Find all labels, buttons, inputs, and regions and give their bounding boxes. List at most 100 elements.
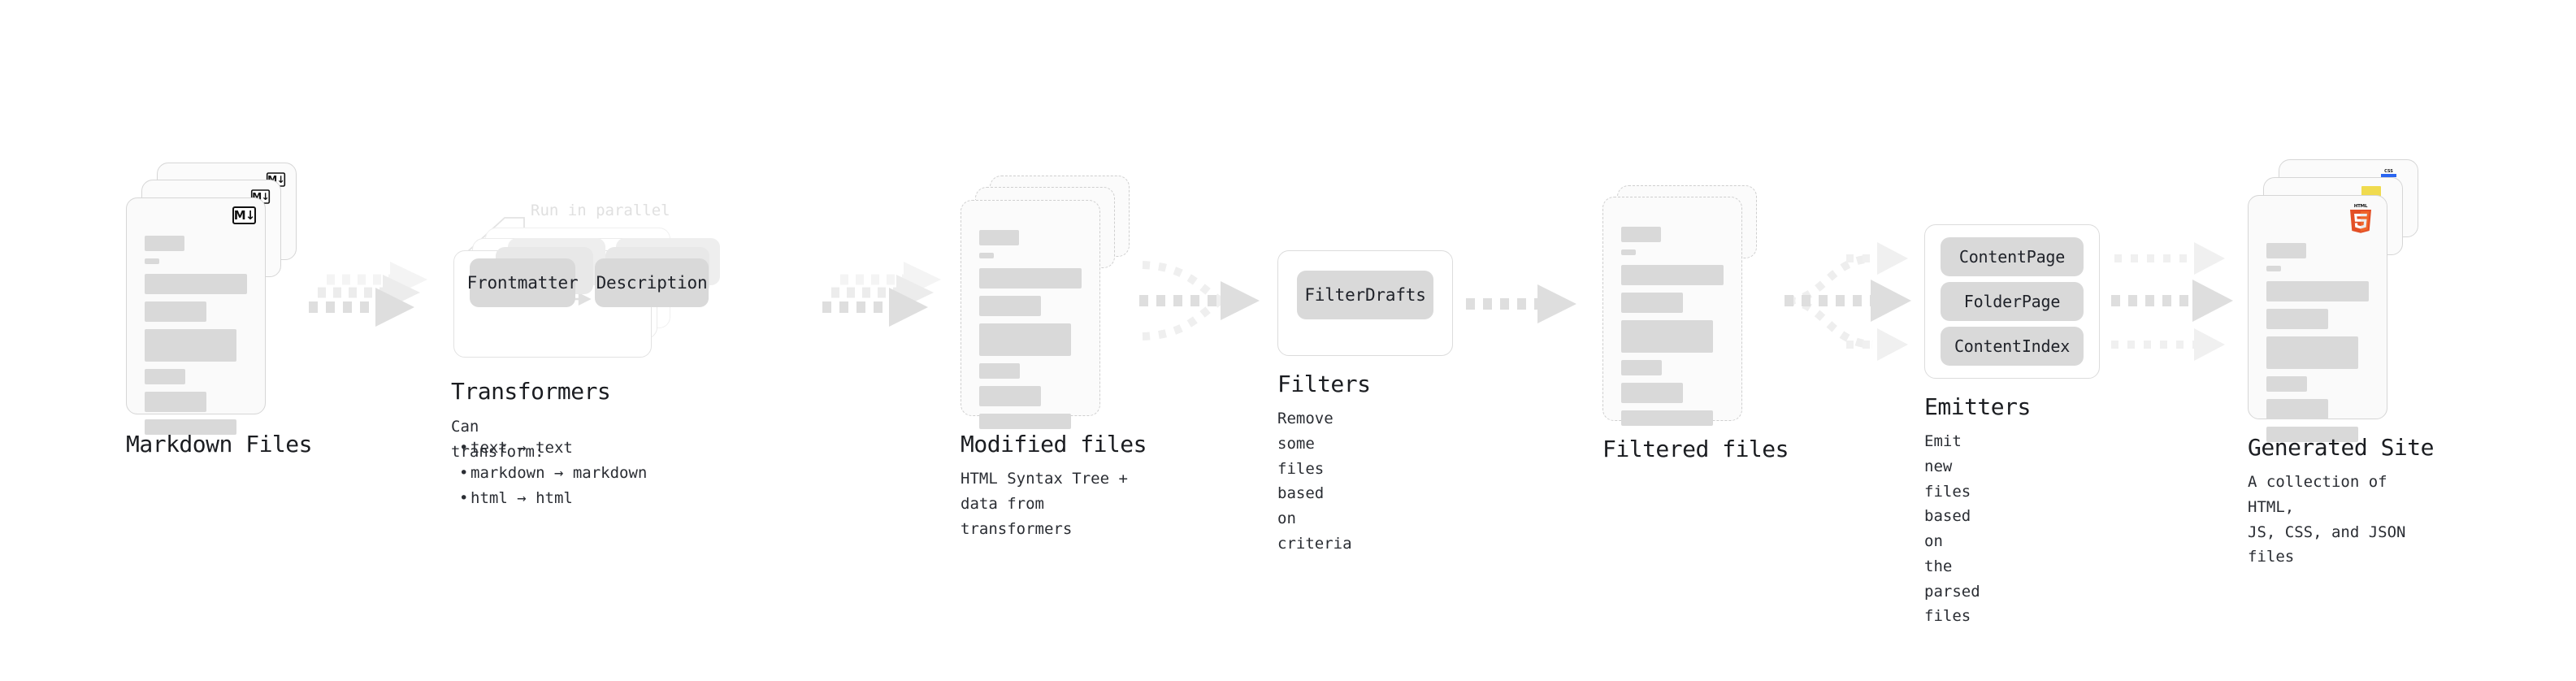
emitters-pill-label: FolderPage: [1963, 292, 2061, 311]
html5-icon-shield: HTML: [2350, 204, 2371, 233]
markdown-icon: M↓: [232, 206, 256, 224]
transformer-pill-description[interactable]: Description: [595, 258, 709, 307]
svg-text:HTML: HTML: [2354, 204, 2368, 209]
placeholder-bar: [979, 296, 1041, 316]
generated-site-file-stack: CSS HTML: [2248, 159, 2422, 442]
modified-card-front: [961, 200, 1100, 429]
placeholder-bar: [979, 268, 1082, 288]
generated-card-front-html: HTML: [2248, 195, 2387, 442]
transformer-pill-frontmatter[interactable]: Frontmatter: [467, 258, 579, 307]
placeholder-bar: [2266, 427, 2359, 442]
dotted-arrow-lane: [309, 288, 414, 327]
card-placeholder-lines: [979, 230, 1082, 429]
modified-file-stack: [961, 176, 1131, 429]
dotted-arrow-lane: [2114, 242, 2225, 275]
stage-title-filtered-files: Filtered files: [1602, 436, 1789, 462]
conn-filtered-to-emitters: [1785, 242, 1911, 361]
annotation-run-in-parallel: Run in parallel: [531, 202, 670, 219]
markdown-icon-arrow: ↓: [276, 173, 284, 185]
placeholder-bar: [2266, 266, 2281, 271]
stage-title-transformers: Transformers: [451, 378, 611, 405]
conn-filters-to-filtered: [1466, 284, 1576, 323]
emitters-pill-label: ContentPage: [1958, 247, 2066, 267]
placeholder-bar: [979, 253, 994, 258]
placeholder-bar: [2266, 281, 2369, 301]
placeholder-bar: [1621, 320, 1714, 353]
placeholder-bar: [1621, 383, 1683, 403]
dotted-arrow-lane: [2111, 280, 2233, 322]
placeholder-bar: [1621, 410, 1714, 426]
placeholder-bar: [979, 414, 1072, 429]
filtered-card-front: [1602, 197, 1742, 426]
dotted-curve-lane: [1787, 254, 1873, 349]
filters-pill-filterdrafts[interactable]: FilterDrafts: [1297, 271, 1433, 319]
transformers-capability-list: text → text markdown → markdown html → h…: [458, 436, 647, 510]
list-item: markdown → markdown: [458, 461, 647, 486]
placeholder-bar: [145, 419, 237, 435]
placeholder-bar: [145, 301, 206, 322]
css-icon-bar: [2381, 174, 2396, 177]
transformer-pill-label: Frontmatter: [466, 273, 579, 293]
placeholder-bar: [145, 369, 186, 384]
card-placeholder-lines: [1621, 227, 1724, 426]
markdown-icon-arrow: ↓: [245, 207, 256, 223]
placeholder-bar: [2266, 243, 2307, 258]
stage-subtitle-modified-files: HTML Syntax Tree + data from transformer…: [961, 470, 1128, 538]
stage-subtitle-emitters: Emit new files based on the parsed files: [1924, 432, 1980, 626]
html5-icon: HTML: [2348, 202, 2374, 236]
list-item: text → text: [458, 436, 647, 461]
css-icon-label: CSS: [2384, 169, 2393, 174]
placeholder-bar: [145, 329, 237, 362]
stage-title-markdown-files: Markdown Files: [126, 431, 313, 458]
placeholder-bar: [1621, 265, 1724, 285]
css-icon: CSS: [2381, 167, 2396, 177]
emitters-pill-contentindex[interactable]: ContentIndex: [1941, 327, 2084, 366]
stage-title-filters: Filters: [1277, 371, 1371, 397]
conn-md-to-transformers: [309, 262, 427, 327]
stage-generated-site: CSS HTML: [2248, 159, 2435, 566]
conn-modified-to-filters: [1139, 261, 1260, 340]
stage-title-emitters: Emitters: [1924, 393, 2031, 420]
stage-title-modified-files: Modified files: [961, 431, 1147, 458]
placeholder-bar: [2266, 376, 2308, 392]
stage-subtitle-generated-site: A collection of HTML, JS, CSS, and JSON …: [2248, 473, 2406, 566]
placeholder-bar: [979, 363, 1021, 379]
placeholder-bar: [145, 274, 247, 294]
emitters-pill-label: ContentIndex: [1954, 336, 2071, 356]
markdown-icon-letter: M: [233, 207, 246, 223]
dotted-arrow-lane: [1785, 280, 1911, 322]
dotted-arrow-lane: [2111, 328, 2225, 361]
placeholder-bar: [145, 236, 185, 251]
card-placeholder-lines: [2266, 243, 2369, 442]
transformer-pill-label: Description: [596, 273, 708, 293]
stage-modified-files: Modified files HTML Syntax Tree + data f…: [961, 176, 1147, 538]
markdown-card-front: M↓: [126, 197, 266, 435]
placeholder-bar: [145, 258, 159, 264]
markdown-icon-arrow: ↓: [261, 190, 269, 202]
filtered-file-stack: [1602, 185, 1773, 426]
dotted-arrow-lane: [822, 288, 928, 327]
placeholder-bar: [1621, 249, 1636, 255]
card-placeholder-lines: [145, 236, 247, 435]
placeholder-bar: [2266, 399, 2328, 419]
markdown-file-stack: M↓ M↓ M↓: [126, 163, 297, 435]
stage-title-generated-site: Generated Site: [2248, 434, 2435, 461]
conn-transformers-to-modified: [822, 262, 941, 327]
placeholder-bar: [979, 230, 1020, 245]
markdown-icon-letter: M: [252, 190, 262, 202]
conn-emitters-to-site: [2111, 242, 2233, 361]
filters-pill-label: FilterDrafts: [1304, 285, 1426, 305]
emitters-pill-contentpage[interactable]: ContentPage: [1941, 237, 2084, 276]
placeholder-bar: [2266, 336, 2359, 369]
placeholder-bar: [2266, 309, 2328, 329]
placeholder-bar: [145, 392, 206, 412]
list-item: html → html: [458, 486, 647, 511]
dotted-arrow-lane: [1846, 242, 1908, 275]
placeholder-bar: [1621, 293, 1683, 313]
dotted-arrow-lane: [1139, 281, 1260, 320]
placeholder-bar: [979, 323, 1072, 356]
placeholder-bar: [1621, 227, 1662, 242]
emitters-pill-folderpage[interactable]: FolderPage: [1941, 282, 2084, 321]
dotted-curve-lane: [1142, 261, 1223, 340]
